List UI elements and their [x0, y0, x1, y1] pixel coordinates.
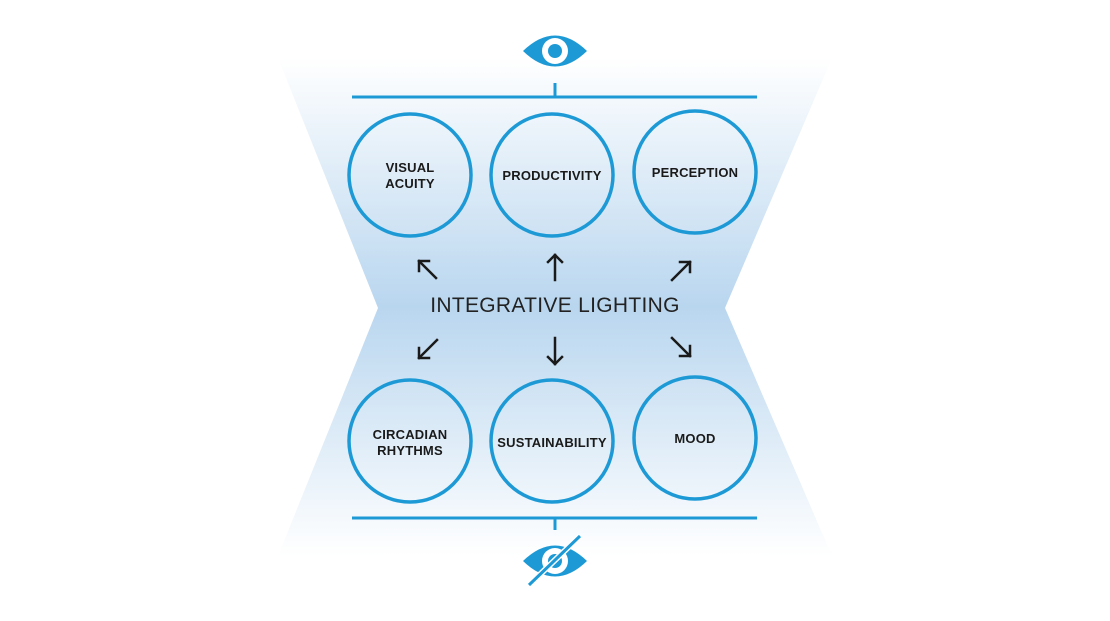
label-mood: MOOD [674, 431, 716, 446]
arrow-up [546, 253, 564, 282]
label-sustainability: SUSTAINABILITY [497, 435, 607, 450]
circle-productivity [489, 112, 615, 238]
circle-circadian-rhythms [347, 378, 473, 504]
hourglass-background [278, 58, 832, 556]
label-perception: PERCEPTION [651, 165, 739, 180]
label-visual-acuity: VISUAL ACUITY [385, 160, 435, 191]
arrow-up-right [670, 260, 692, 282]
arrow-down [546, 336, 564, 366]
circle-mood [632, 375, 758, 501]
eye-icon [523, 35, 587, 67]
arrow-up-left [417, 259, 438, 280]
label-circadian-rhythms: CIRCADIAN RHYTHMS [372, 427, 448, 458]
label-productivity: PRODUCTIVITY [502, 168, 602, 183]
arrow-down-left [417, 338, 439, 360]
circle-perception [632, 109, 758, 235]
circle-sustainability [489, 378, 615, 504]
center-title: INTEGRATIVE LIGHTING [430, 294, 680, 317]
arrow-down-right [670, 336, 692, 358]
eye-crossed-icon [523, 533, 587, 588]
circle-visual-acuity [347, 112, 473, 238]
